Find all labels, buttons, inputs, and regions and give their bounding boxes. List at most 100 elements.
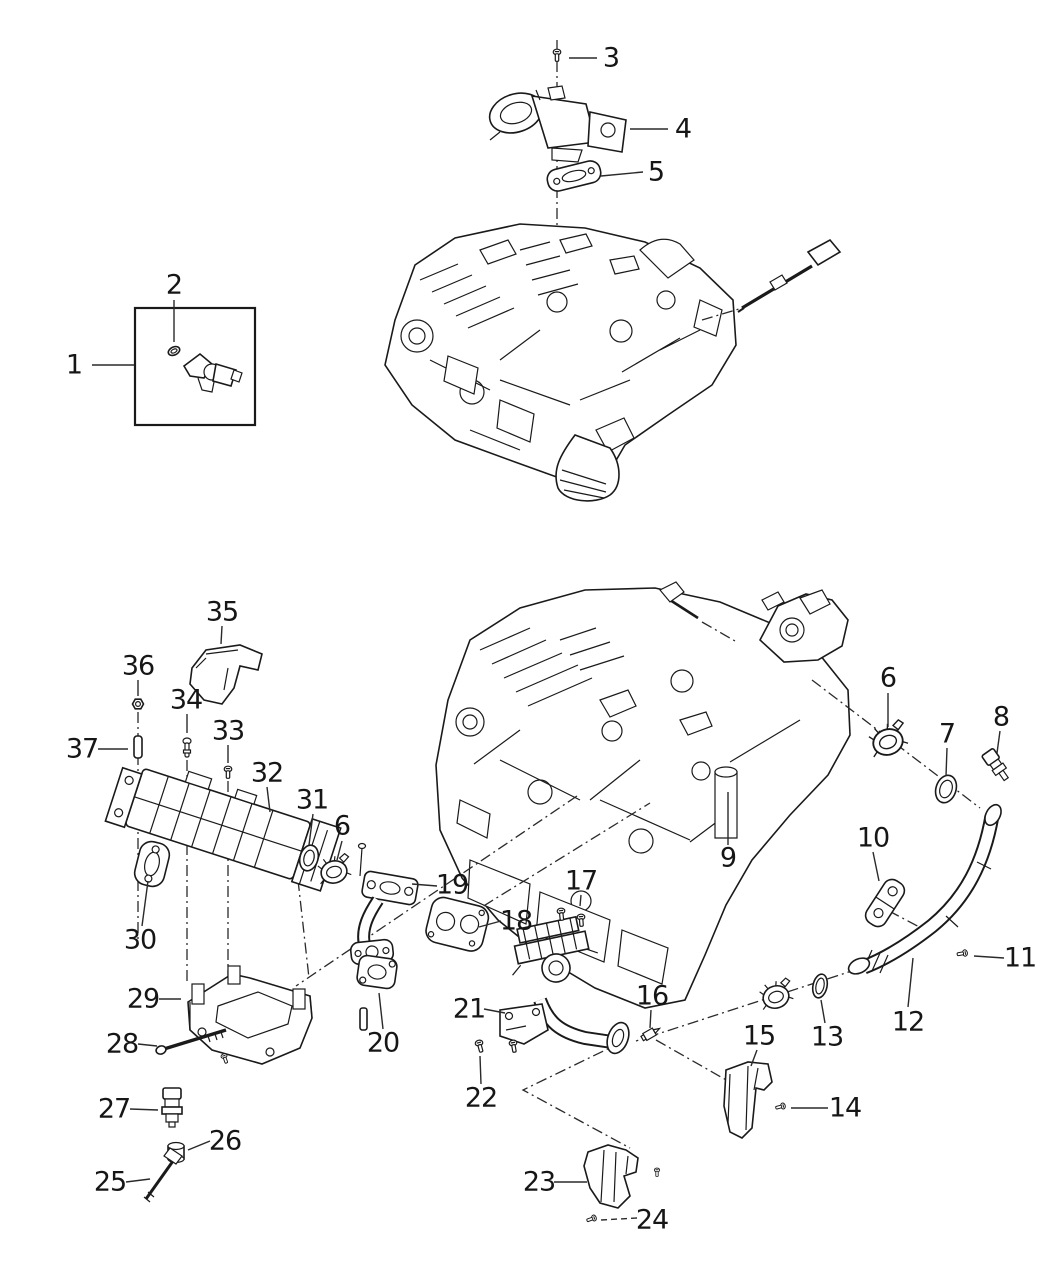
leader-line-15	[750, 1049, 758, 1067]
callout-8: 8	[992, 701, 1010, 733]
leader-line-31	[308, 813, 314, 846]
callout-36: 36	[121, 650, 155, 682]
nut-part-36	[131, 698, 145, 710]
egr-valve-part-4	[488, 85, 627, 163]
bolt-part-22-a	[474, 1038, 486, 1054]
callout-27: 27	[97, 1093, 131, 1125]
callout-3: 3	[602, 42, 620, 74]
leader-line-13	[820, 999, 826, 1024]
heat-shield-part-15	[723, 1061, 773, 1139]
gasket-part-30	[133, 840, 171, 888]
pin-part-20	[359, 1007, 368, 1031]
screw-part-24	[585, 1213, 598, 1224]
callout-31: 31	[295, 784, 329, 816]
callout-7: 7	[938, 718, 956, 750]
bolt-part-28	[155, 1028, 227, 1055]
callout-29: 29	[126, 983, 160, 1015]
heat-shield-part-23	[583, 1144, 639, 1209]
screw-near-shield-23	[653, 1167, 661, 1177]
exhaust-temp-sensor-bottom	[659, 581, 736, 642]
leader-line-11	[973, 955, 1005, 959]
bolt-part-34	[182, 737, 192, 758]
leader-layer	[92, 57, 1005, 1221]
callout-5: 5	[647, 156, 665, 188]
callout-32: 32	[250, 757, 284, 789]
leader-line-30	[141, 880, 149, 927]
callout-25: 25	[93, 1166, 127, 1198]
mount-part-29	[187, 965, 313, 1065]
leader-line-7	[945, 747, 948, 777]
leader-line-5	[600, 171, 644, 177]
callout-20: 20	[366, 1027, 400, 1059]
leader-line-32	[266, 786, 271, 813]
leader-line-27	[129, 1108, 159, 1111]
engine-bottom-illustration	[435, 587, 851, 1009]
leader-line-19	[411, 883, 438, 887]
callout-6-2: 6	[879, 662, 897, 694]
callout-30: 30	[123, 924, 157, 956]
callout-15: 15	[742, 1020, 776, 1052]
leader-line-24	[600, 1217, 638, 1221]
hose-part-12	[847, 803, 1002, 975]
screw-part-11	[956, 948, 969, 959]
leader-line-10	[872, 851, 880, 882]
inset-box-part-1	[133, 306, 257, 427]
clamp-on-tube-axis	[755, 976, 798, 1014]
bracket-part-21	[499, 1003, 549, 1045]
elbow-tube-part-19	[349, 870, 419, 966]
engine-top-illustration	[384, 223, 737, 502]
leader-line-20	[378, 992, 384, 1030]
gasket-part-18	[425, 896, 490, 952]
egr-crossover-assembly	[512, 915, 630, 1055]
leader-line-16	[649, 1009, 652, 1029]
leader-line-21	[483, 1008, 506, 1014]
bracket-part-35	[189, 644, 263, 705]
callout-14: 14	[828, 1092, 862, 1124]
o-ring-part-2	[167, 345, 181, 357]
leader-line-28	[137, 1043, 158, 1047]
sensor-part-27	[161, 1087, 183, 1128]
callout-33: 33	[211, 715, 245, 747]
callout-17: 17	[564, 865, 598, 897]
bracket-part-10	[864, 878, 906, 928]
callout-23: 23	[522, 1166, 556, 1198]
leader-line-25	[125, 1178, 151, 1183]
callout-37: 37	[65, 733, 99, 765]
stud-part-37	[133, 735, 143, 759]
leader-line-6	[336, 840, 343, 861]
callout-19: 19	[435, 869, 469, 901]
o-ring-part-13	[811, 973, 829, 999]
leader-line-35	[220, 625, 223, 645]
bolt-part-33	[223, 765, 233, 779]
callout-2: 2	[165, 269, 183, 301]
screw-part-3	[552, 48, 562, 62]
callout-34: 34	[169, 684, 203, 716]
bolt-part-22-b	[508, 1038, 519, 1054]
callout-16: 16	[635, 980, 669, 1012]
callout-13: 13	[810, 1021, 844, 1053]
seal-part-31	[298, 844, 320, 872]
callout-6: 6	[333, 810, 351, 842]
clamp-bolt-part-6-left	[357, 842, 367, 877]
leader-line-26	[187, 1140, 211, 1151]
leader-line-22	[479, 1055, 482, 1085]
leader-line-18	[478, 920, 502, 928]
leader-line-17	[579, 894, 582, 907]
callout-21: 21	[452, 993, 486, 1025]
sensor-part-1	[182, 352, 243, 393]
callout-26: 26	[208, 1125, 242, 1157]
fitting-part-16	[640, 1027, 662, 1042]
callout-10: 10	[856, 822, 890, 854]
callout-9: 9	[719, 842, 737, 874]
sensor-part-8	[981, 748, 1010, 782]
exhaust-temp-sensor-top	[701, 238, 842, 321]
callout-28: 28	[105, 1028, 139, 1060]
callout-24: 24	[635, 1204, 669, 1236]
screw-part-14	[774, 1102, 787, 1112]
callout-22: 22	[464, 1082, 498, 1114]
callout-18: 18	[499, 905, 533, 937]
callout-35: 35	[205, 596, 239, 628]
callout-4: 4	[674, 113, 692, 145]
